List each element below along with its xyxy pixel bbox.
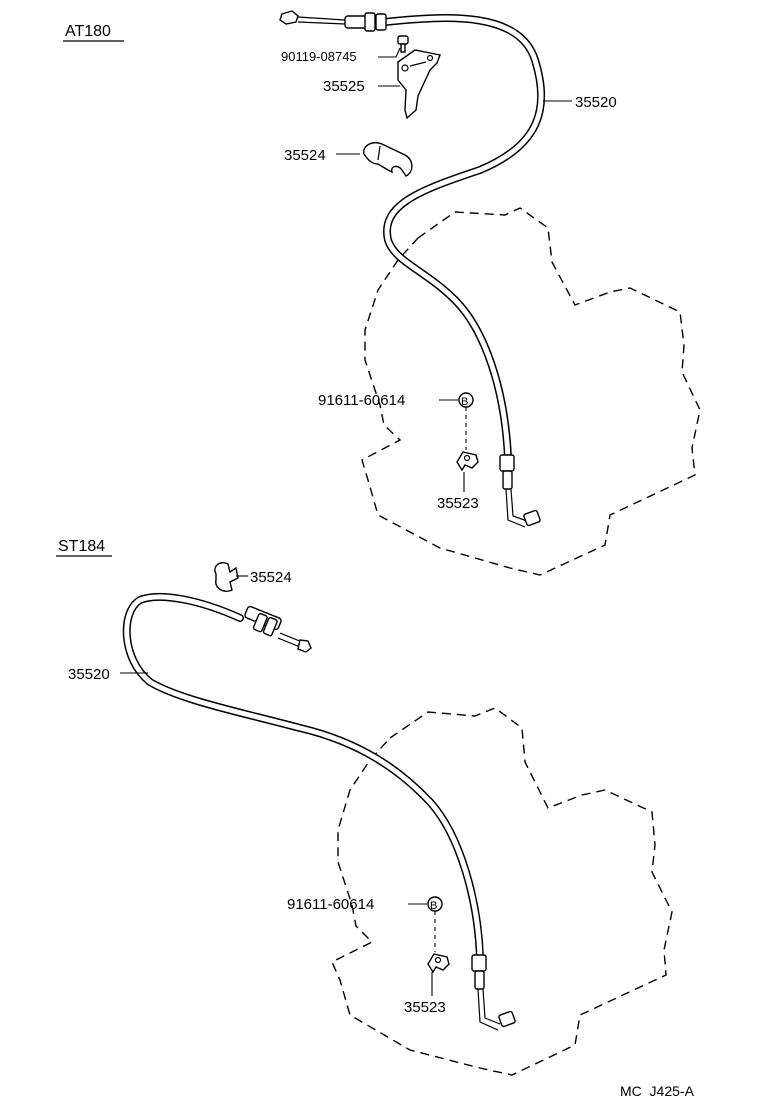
label-35520: 35520 xyxy=(575,94,617,111)
cable-end-fitting xyxy=(471,954,516,1031)
retainer-35524-icon xyxy=(214,562,239,592)
label-35520: 35520 xyxy=(68,666,110,683)
label-35524: 35524 xyxy=(250,569,292,586)
label-35523: 35523 xyxy=(404,999,446,1016)
label-91611-60614: 91611-60614 xyxy=(318,392,405,409)
clamp-35523-icon xyxy=(427,953,450,974)
section-title-at180: AT180 xyxy=(65,23,111,40)
diagram-code: MC J425-A xyxy=(620,1083,695,1099)
label-90119-08745: 90119-08745 xyxy=(281,49,357,64)
label-91611-60614: 91611-60614 xyxy=(287,896,374,913)
section-title-st184: ST184 xyxy=(58,538,105,555)
cable-end-lever xyxy=(244,605,312,653)
marker-b-label: B xyxy=(430,900,437,912)
leader-90119 xyxy=(378,47,401,58)
section-st184: ST184 xyxy=(56,538,673,1076)
cable-end-fitting xyxy=(499,454,541,528)
transmission-outline xyxy=(361,207,701,576)
section-at180: AT180 xyxy=(63,10,701,576)
label-35525: 35525 xyxy=(323,78,365,95)
cable-end-lever xyxy=(279,10,387,32)
label-35523: 35523 xyxy=(437,495,479,512)
marker-b-label: B xyxy=(461,396,468,408)
clamp-35523-icon xyxy=(456,451,479,472)
bolt-90119-icon xyxy=(397,35,409,53)
label-35524: 35524 xyxy=(284,147,326,164)
transmission-outline xyxy=(331,707,673,1076)
retainer-35524-icon xyxy=(363,142,413,177)
bracket-35525-icon xyxy=(397,49,441,120)
